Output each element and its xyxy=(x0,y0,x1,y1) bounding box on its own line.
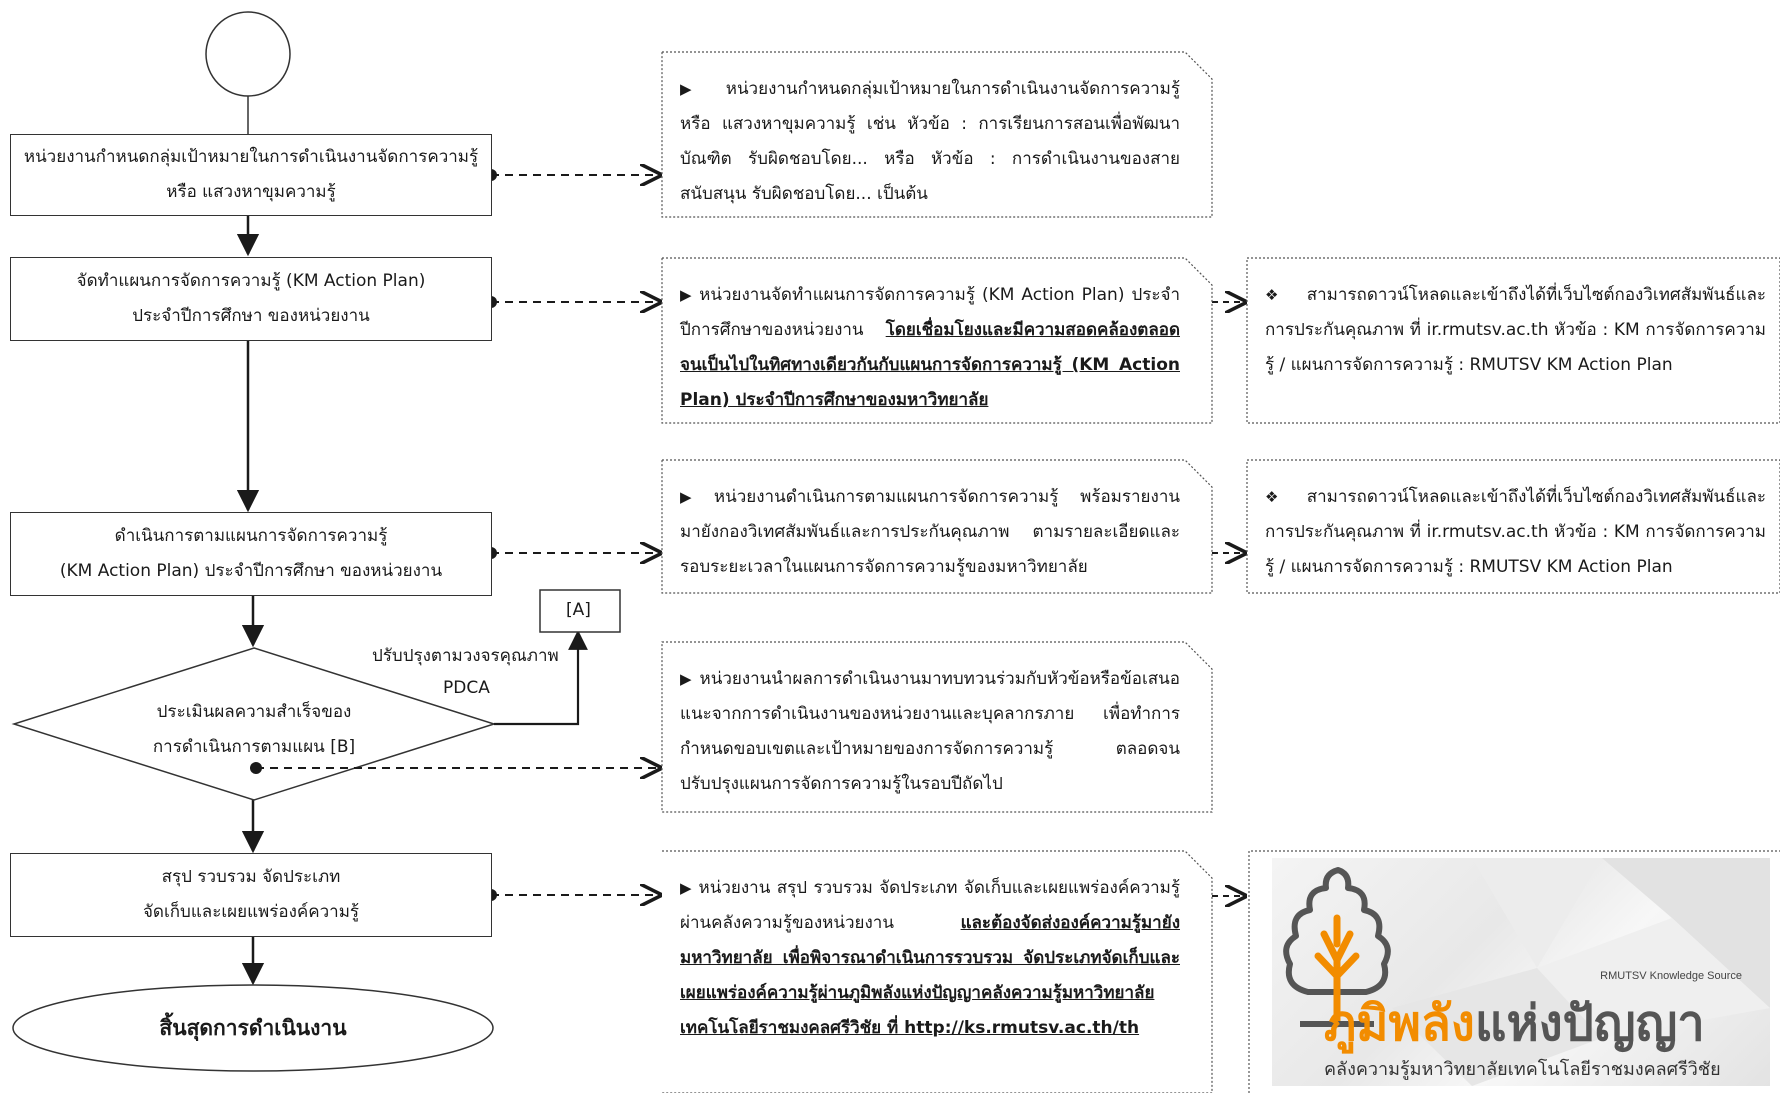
triangle-bullet-icon: ▶ xyxy=(680,80,720,98)
triangle-bullet-icon: ▶ xyxy=(680,879,693,897)
side-frame-2 xyxy=(1246,459,1780,594)
note-5: ▶หน่วยงาน สรุป รวบรวม จัดประเภท จัดเก็บแ… xyxy=(680,878,1180,1038)
note-1: ▶หน่วยงานกำหนดกลุ่มเป้าหมายในการดำเนินงา… xyxy=(680,79,1180,204)
side-note-1: ❖สามารถดาวน์โหลดและเข้าถึงได้ที่เว็บไซต์… xyxy=(1265,285,1766,375)
triangle-bullet-icon: ▶ xyxy=(680,670,694,688)
logo-subtitle: คลังความรู้มหาวิทยาลัยเทคโนโลยีราชมงคลศร… xyxy=(1324,1059,1721,1080)
step-make-km-plan: จัดทำแผนการจัดการความรู้ (KM Action Plan… xyxy=(10,257,492,341)
side-note-2: ❖สามารถดาวน์โหลดและเข้าถึงได้ที่เว็บไซต์… xyxy=(1265,487,1766,577)
pdca-label-line1: ปรับปรุงตามวงจรคุณภาพ xyxy=(372,646,559,666)
note-frame-4 xyxy=(661,641,1213,813)
tree-leaf-icon xyxy=(1283,867,1391,1028)
end-label: สิ้นสุดการดำเนินงาน xyxy=(159,1016,347,1040)
knowledge-source-logo: RMUTSV Knowledge Source ภูมิพลังแห่งปัญญ… xyxy=(1272,858,1770,1086)
triangle-bullet-icon: ▶ xyxy=(680,286,694,304)
logo-caption: RMUTSV Knowledge Source xyxy=(1600,970,1742,982)
note-4: ▶หน่วยงานนำผลการดำเนินงานมาทบทวนร่วมกับห… xyxy=(680,669,1180,794)
triangle-bullet-icon: ▶ xyxy=(680,488,708,506)
logo-title: ภูมิพลังแห่งปัญญา xyxy=(1324,995,1705,1052)
note-2: ▶หน่วยงานจัดทำแผนการจัดการความรู้ (KM Ac… xyxy=(680,285,1181,410)
note-frame-2 xyxy=(661,257,1213,424)
note-3: ▶หน่วยงานดำเนินการตามแผนการจัดการความรู้… xyxy=(680,487,1180,577)
side-frame-1 xyxy=(1246,257,1780,424)
side-frame-3 xyxy=(1248,850,1780,1093)
note-frame-1 xyxy=(661,51,1213,218)
pdca-arrow xyxy=(494,630,588,726)
end-node xyxy=(12,984,494,1072)
connector-a-box xyxy=(539,589,621,633)
decision-diamond xyxy=(11,647,497,801)
logo-background-facets xyxy=(1392,858,1770,1086)
diamond-bullet-icon: ❖ xyxy=(1265,488,1301,506)
diamond-bullet-icon: ❖ xyxy=(1265,286,1301,304)
pdca-label-line2: PDCA xyxy=(443,678,490,698)
connector-a-label: [A] xyxy=(566,600,591,620)
step-execute-plan: ดำเนินการตามแผนการจัดการความรู้ (KM Acti… xyxy=(10,512,492,596)
step-summarize: สรุป รวบรวม จัดประเภท จัดเก็บและเผยแพร่อ… xyxy=(10,853,492,937)
start-node xyxy=(205,11,291,97)
step-define-target: หน่วยงานกำหนดกลุ่มเป้าหมายในการดำเนินงาน… xyxy=(10,134,492,216)
note-frame-5 xyxy=(662,850,1213,1093)
decision-text: ประเมินผลความสำเร็จของ การดำเนินการตามแผ… xyxy=(152,702,356,757)
